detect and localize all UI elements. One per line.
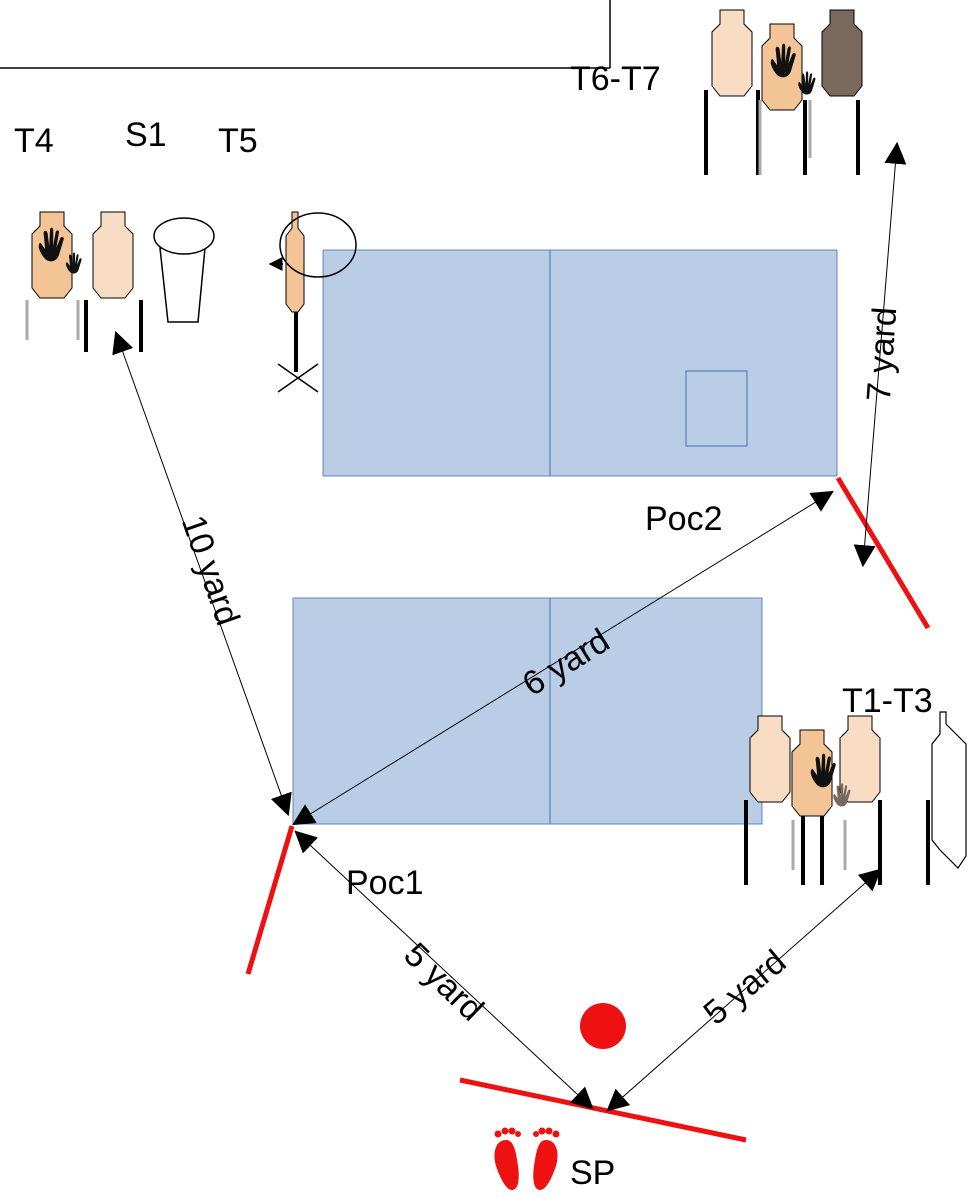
label-s1: S1 [125, 116, 167, 154]
target-t6-t7-group [704, 9, 863, 175]
popper-icon [153, 217, 215, 323]
lower-wall [292, 597, 763, 825]
distance-label-5-yard-left: 5 yard [396, 936, 490, 1029]
distance-arrows [112, 141, 907, 1112]
target-t1-t3-group [744, 711, 967, 885]
label-poc2: Poc2 [645, 500, 723, 538]
start-marker-dot [580, 1003, 626, 1049]
upper-wall [322, 249, 838, 477]
target-t4-group [25, 211, 143, 352]
arrow-sp-t1t3 [606, 868, 882, 1112]
label-sp: SP [570, 1154, 615, 1192]
label-poc1: Poc1 [346, 864, 424, 902]
distance-label-5-yard-right: 5 yard [697, 943, 794, 1033]
label-t6-t7: T6-T7 [570, 60, 661, 98]
footprints-icon [494, 1127, 560, 1190]
distance-label-7-yard: 7 yard [860, 306, 904, 403]
bay-boundary [0, 0, 611, 69]
label-t4: T4 [14, 122, 54, 160]
label-t1-t3: T1-T3 [842, 682, 933, 720]
distance-label-10-yard: 10 yard [174, 511, 247, 631]
arrow-poc1-poc2 [292, 490, 834, 826]
arrow-poc2-t6t7 [853, 141, 907, 568]
fault-line-poc1 [245, 825, 295, 975]
swinger-icon [268, 211, 357, 393]
arrow-t4-poc1 [112, 330, 292, 817]
wall-port [685, 370, 748, 447]
label-t5: T5 [218, 122, 258, 160]
fault-line-poc2 [835, 476, 931, 630]
arrow-poc1-sp [294, 830, 594, 1110]
